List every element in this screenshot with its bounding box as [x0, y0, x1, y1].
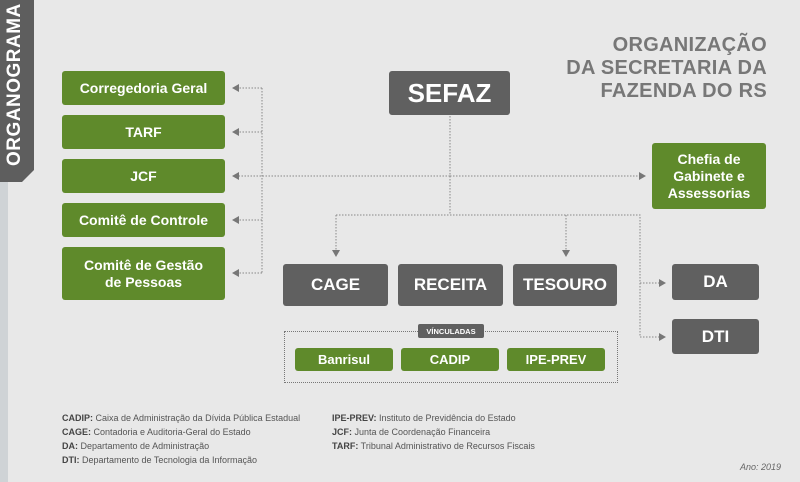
unit-dti: DTI [672, 319, 759, 354]
unit-tesouro: TESOURO [513, 264, 617, 306]
unit-cadip: CADIP [401, 348, 499, 371]
legend-item: JCF: Junta de Coordenação Financeira [332, 427, 491, 437]
legend-left: CADIP: Caixa de Administração da Dívida … [62, 411, 300, 467]
title-line: ORGANIZAÇÃO [612, 34, 767, 56]
unit-corregedoria: Corregedoria Geral [62, 71, 225, 105]
unit-comite-gestao: Comitê de Gestão de Pessoas [62, 247, 225, 300]
unit-banrisul: Banrisul [295, 348, 393, 371]
unit-da: DA [672, 264, 759, 300]
root-sefaz: SEFAZ [389, 71, 510, 115]
unit-receita: RECEITA [398, 264, 503, 306]
sidebar-strip [0, 182, 8, 482]
title-line: FAZENDA DO RS [600, 80, 767, 102]
legend-item: TARF: Tribunal Administrativo de Recurso… [332, 441, 535, 451]
legend-item: DA: Departamento de Administração [62, 441, 210, 451]
year-label: Ano: 2019 [740, 462, 782, 472]
legend-item: IPE-PREV: Instituto de Previdência do Es… [332, 413, 516, 423]
page-title: ORGANIZAÇÃO DA SECRETARIA DA FAZENDA DO … [566, 34, 767, 103]
title-line: DA SECRETARIA DA [566, 57, 767, 79]
unit-cage: CAGE [283, 264, 388, 306]
unit-tarf: TARF [62, 115, 225, 149]
legend-item: DTI: Departamento de Tecnologia da Infor… [62, 455, 257, 465]
unit-chefia: Chefia de Gabinete e Assessorias [652, 143, 766, 209]
unit-jcf: JCF [62, 159, 225, 193]
legend-item: CAGE: Contadoria e Auditoria-Geral do Es… [62, 427, 251, 437]
sidebar-tab [0, 0, 34, 182]
legend-item: CADIP: Caixa de Administração da Dívida … [62, 413, 301, 423]
unit-comite-controle: Comitê de Controle [62, 203, 225, 237]
vinculadas-label: VÍNCULADAS [418, 324, 484, 338]
unit-ipe-prev: IPE-PREV [507, 348, 605, 371]
legend-right: IPE-PREV: Instituto de Previdência do Es… [332, 411, 535, 453]
